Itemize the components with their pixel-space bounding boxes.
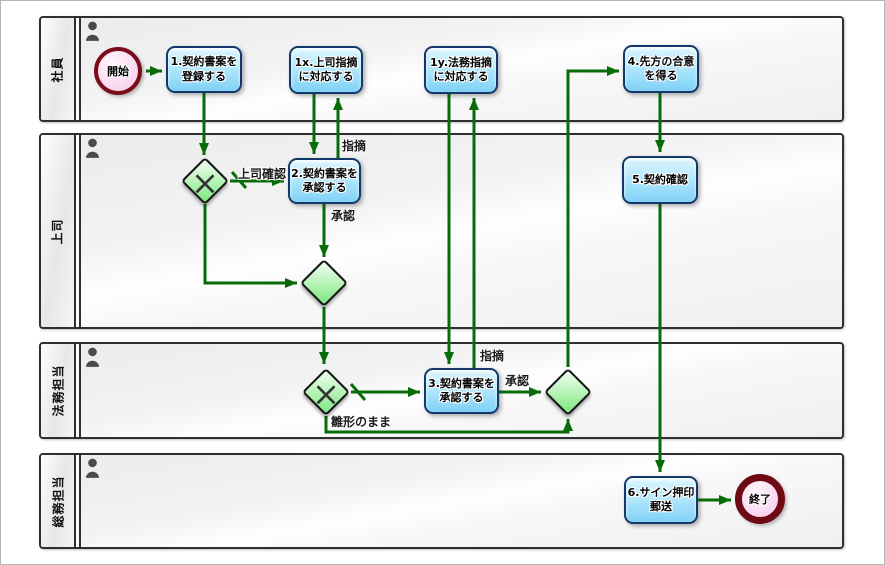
flow-label-approve-boss: 承認 xyxy=(331,209,356,223)
task-get-counterparty-agreement[interactable]: 4.先方の合意 を得る xyxy=(623,45,699,93)
person-icon xyxy=(85,458,100,478)
lane-employee: 社員 xyxy=(39,16,844,122)
task-respond-supervisor-feedback[interactable]: 1x.上司指摘 に対応する xyxy=(289,46,363,94)
task-confirm-contract[interactable]: 5.契約確認 xyxy=(622,156,698,204)
gateway-supervisor-branch[interactable] xyxy=(180,156,230,206)
gateway-legal-branch[interactable] xyxy=(301,367,351,417)
person-icon xyxy=(85,21,100,41)
end-event[interactable]: 終了 xyxy=(735,474,785,524)
start-event[interactable]: 開始 xyxy=(94,47,142,95)
lane-label-column: 上司 xyxy=(41,135,76,327)
task-approve-draft-supervisor[interactable]: 2.契約書案を 承認する xyxy=(288,158,361,204)
flow-label-feedback-legal: 指摘 xyxy=(480,349,505,363)
lane-body xyxy=(79,455,842,547)
task-register-contract-draft[interactable]: 1.契約書案を 登録する xyxy=(166,46,242,93)
lane-label-column: 社員 xyxy=(41,18,76,120)
person-icon xyxy=(85,347,100,367)
lane-label: 法務担当 xyxy=(51,364,66,417)
task-approve-draft-legal[interactable]: 3.契約書案を 承認する xyxy=(424,368,499,414)
lane-label-column: 総務担当 xyxy=(41,455,76,547)
task-sign-seal-mail[interactable]: 6.サイン押印 郵送 xyxy=(624,476,698,524)
flow-label-supervisor-check: 上司確認 xyxy=(238,167,287,181)
lane-general-affairs: 総務担当 xyxy=(39,453,844,549)
lane-label-column: 法務担当 xyxy=(41,344,76,437)
lane-body xyxy=(79,135,842,327)
lane-label: 社員 xyxy=(50,55,65,83)
task-respond-legal-feedback[interactable]: 1y.法務指摘 に対応する xyxy=(424,46,498,94)
x-marker-icon xyxy=(316,385,336,405)
x-marker-icon xyxy=(195,174,215,194)
flow-label-feedback-boss: 指摘 xyxy=(342,139,367,153)
flow-label-template-as-is: 雛形のまま xyxy=(331,415,392,429)
lane-label: 総務担当 xyxy=(51,474,66,528)
person-icon xyxy=(85,138,100,158)
flow-label-approve-legal: 承認 xyxy=(505,374,530,388)
lane-label: 上司 xyxy=(50,217,65,245)
lane-supervisor: 上司 xyxy=(39,133,844,329)
